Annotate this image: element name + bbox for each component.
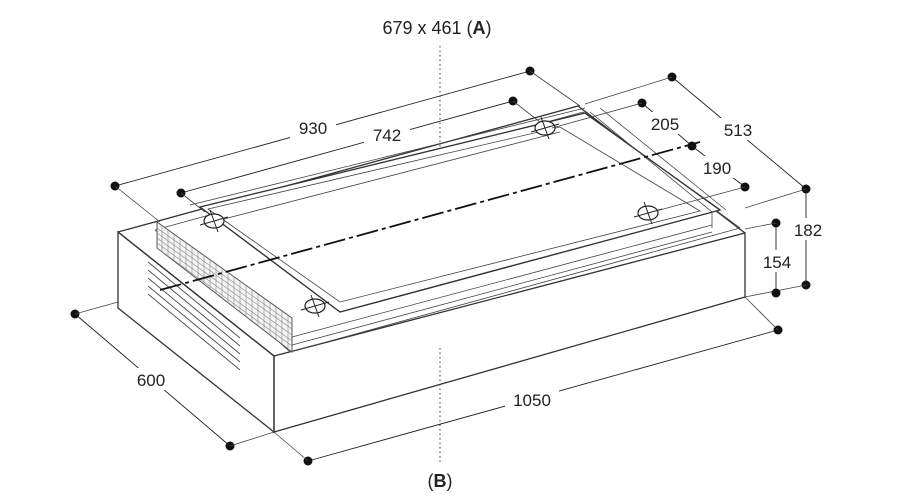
dim-1050-label: 1050: [513, 391, 551, 410]
dim-205-line: [551, 98, 697, 151]
dim-182-label: 182: [794, 221, 822, 240]
dim-930-label: 930: [299, 119, 327, 138]
dim-742-line: [176, 96, 541, 213]
mounting-hole: [300, 294, 330, 318]
dim-600-label: 600: [137, 371, 165, 390]
dim-1050-line: [273, 296, 783, 466]
centre-line: [159, 141, 701, 291]
dim-513-label: 513: [724, 121, 752, 140]
mounting-holes: [199, 116, 663, 318]
title-a-label: 679 x 461 (A): [382, 18, 491, 38]
title-b-label: (B): [428, 471, 453, 491]
grease-filter: [147, 221, 293, 371]
mounting-hole: [199, 209, 229, 233]
mounting-hole: [633, 201, 663, 225]
dim-190-label: 190: [703, 159, 731, 178]
dim-205-label: 205: [651, 115, 679, 134]
label-masks: [128, 14, 828, 492]
dim-742-label: 742: [373, 126, 401, 145]
top-surface: [189, 107, 727, 346]
dim-154-label: 154: [763, 253, 791, 272]
mounting-hole: [530, 116, 560, 140]
